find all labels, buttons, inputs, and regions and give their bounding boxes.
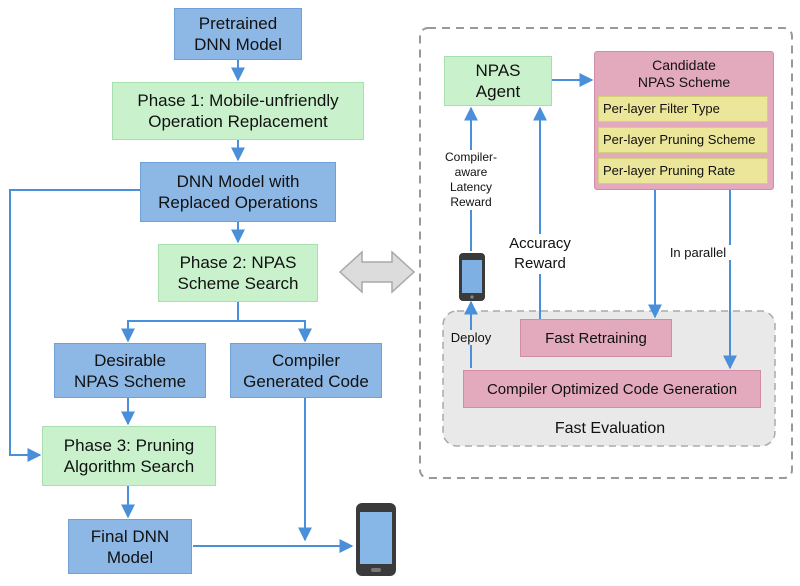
phase3-box: Phase 3: Pruning Algorithm Search <box>42 426 216 486</box>
code-generation-box: Compiler Optimized Code Generation <box>463 370 761 408</box>
latency-reward-label: Compiler- aware Latency Reward <box>436 150 506 210</box>
scheme-item-label: Per-layer Filter Type <box>603 101 720 116</box>
arrow-phase2-desirable <box>121 302 239 343</box>
box-line: NPAS Scheme <box>73 371 187 391</box>
in-parallel-label: In parallel <box>658 245 738 260</box>
box-line: Pretrained <box>198 14 278 33</box>
pretrained-dnn-model: Pretrained DNN Model <box>174 8 302 60</box>
candidate-title: NPAS Scheme <box>637 74 731 90</box>
phase1-box: Phase 1: Mobile-unfriendly Operation Rep… <box>112 82 364 140</box>
deploy-label: Deploy <box>447 330 495 345</box>
box-line: Phase 1: Mobile-unfriendly <box>137 91 339 110</box>
label-line: Accuracy <box>509 235 571 252</box>
box-line: Compiler Optimized Code Generation <box>486 380 738 398</box>
box-line: Algorithm Search <box>63 457 195 476</box>
scheme-item-pruning-scheme: Per-layer Pruning Scheme <box>598 127 768 153</box>
label-line: Compiler- <box>444 150 497 164</box>
npas-agent-box: NPAS Agent <box>444 56 552 106</box>
smartphone-icon <box>356 503 396 576</box>
box-line: Scheme Search <box>177 274 299 293</box>
arrow-phase2-compiler <box>238 320 306 341</box>
final-dnn-model-box: Final DNN Model <box>68 519 192 574</box>
scheme-item-label: Per-layer Pruning Rate <box>603 163 736 178</box>
phase2-box: Phase 2: NPAS Scheme Search <box>158 244 318 302</box>
label-line: aware <box>454 165 488 179</box>
box-line: Model <box>106 547 154 567</box>
box-line: DNN Model <box>194 35 282 54</box>
desirable-scheme-box: Desirable NPAS Scheme <box>54 343 206 398</box>
replaced-operations-box: DNN Model with Replaced Operations <box>140 162 336 222</box>
arrow-replaced-phase3 <box>9 189 140 462</box>
box-line: Generated Code <box>243 371 369 391</box>
box-line: Fast Retraining <box>545 329 647 347</box>
box-line: Compiler <box>271 350 341 370</box>
candidate-title: Candidate <box>652 57 716 73</box>
smartphone-icon <box>459 253 485 301</box>
fast-evaluation-label: Fast Evaluation <box>554 420 666 437</box>
label-line: Reward <box>514 255 566 272</box>
label-line: Reward <box>450 195 492 209</box>
box-line: Phase 2: NPAS <box>179 253 297 272</box>
box-line: DNN Model with <box>176 172 300 191</box>
box-line: Operation Replacement <box>148 112 328 131</box>
scheme-item-pruning-rate: Per-layer Pruning Rate <box>598 158 768 184</box>
compiler-generated-code-box: Compiler Generated Code <box>230 343 382 398</box>
accuracy-reward-label: Accuracy Reward <box>500 234 580 274</box>
box-line: Desirable <box>94 350 166 370</box>
box-line: Phase 3: Pruning <box>63 436 195 455</box>
box-line: Replaced Operations <box>158 193 318 212</box>
fast-retraining-box: Fast Retraining <box>520 319 672 357</box>
scheme-item-filter-type: Per-layer Filter Type <box>598 96 768 122</box>
scheme-item-label: Per-layer Pruning Scheme <box>603 132 756 147</box>
double-arrow-icon <box>338 250 416 294</box>
npas-container <box>419 27 793 479</box>
box-line: NPAS <box>475 61 521 80</box>
label-line: Latency <box>449 180 493 194</box>
box-line: Agent <box>475 82 521 101</box>
box-line: Final DNN <box>90 526 170 546</box>
